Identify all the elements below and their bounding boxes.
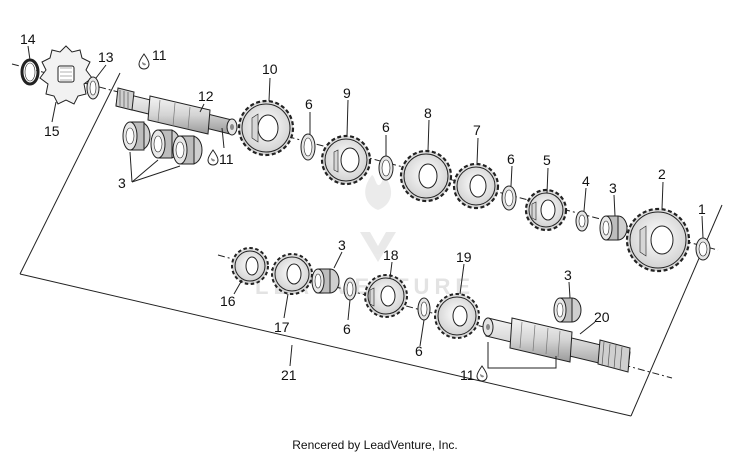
washer-6-e xyxy=(417,297,431,321)
label-6-a: 6 xyxy=(305,96,313,112)
label-3-c: 3 xyxy=(338,237,346,253)
countershaft-20 xyxy=(482,317,631,373)
bracket-11-lower xyxy=(487,342,557,369)
washer-6-b xyxy=(378,155,394,181)
label-1: 1 xyxy=(698,201,706,217)
label-11-a: 11 xyxy=(152,47,167,63)
needle-bearings-3-upper xyxy=(122,121,203,183)
label-6-d: 6 xyxy=(343,321,351,337)
label-19: 19 xyxy=(456,249,472,265)
watermark-logo xyxy=(360,175,396,262)
gear-5 xyxy=(524,188,568,232)
leader-lines xyxy=(27,45,704,367)
oil-drop-icon xyxy=(476,365,488,382)
label-2: 2 xyxy=(658,166,666,182)
label-6-b: 6 xyxy=(382,119,390,135)
label-11-b: 11 xyxy=(219,151,234,167)
label-5: 5 xyxy=(543,152,551,168)
label-3-a: 3 xyxy=(118,175,126,191)
label-4: 4 xyxy=(582,173,590,189)
label-15: 15 xyxy=(44,123,60,139)
label-7: 7 xyxy=(473,122,481,138)
label-10: 10 xyxy=(262,61,278,77)
washer-6-c xyxy=(501,185,517,211)
label-20: 20 xyxy=(594,309,610,325)
needle-bearing-3-right xyxy=(599,215,628,241)
washer-1 xyxy=(695,237,711,261)
oil-drop-icon xyxy=(138,53,150,70)
gear-9 xyxy=(320,134,372,186)
label-3-d: 3 xyxy=(564,267,572,283)
label-8: 8 xyxy=(424,105,432,121)
gear-2 xyxy=(625,207,691,273)
main-shaft-12 xyxy=(115,87,238,136)
label-3-b: 3 xyxy=(609,180,617,196)
washer-4 xyxy=(575,210,589,232)
label-16: 16 xyxy=(220,293,236,309)
label-13: 13 xyxy=(98,49,114,65)
gear-8 xyxy=(399,149,453,203)
sprocket-15 xyxy=(39,45,93,105)
label-18: 18 xyxy=(383,247,399,263)
washer-6-a xyxy=(300,133,316,161)
label-12: 12 xyxy=(198,88,214,104)
needle-bearing-3-lower xyxy=(311,268,340,294)
gear-17 xyxy=(271,253,313,295)
gear-18 xyxy=(364,274,408,318)
part-number-labels: 14 15 13 11 12 3 11 10 6 9 6 8 7 6 5 4 3… xyxy=(20,31,706,383)
gear-7 xyxy=(452,162,500,210)
oil-drop-icon xyxy=(207,149,219,166)
gear-19 xyxy=(434,293,480,339)
credit-footer: Rencered by LeadVenture, Inc. xyxy=(292,438,458,452)
label-9: 9 xyxy=(343,85,351,101)
label-17: 17 xyxy=(274,319,290,335)
circlip-14 xyxy=(20,58,40,86)
label-6-c: 6 xyxy=(507,151,515,167)
label-11-c: 11 xyxy=(460,367,475,383)
washer-13 xyxy=(86,76,100,100)
label-21: 21 xyxy=(281,367,297,383)
gear-16 xyxy=(231,247,269,285)
gear-10 xyxy=(237,99,295,157)
washer-6-d xyxy=(343,277,357,301)
needle-bearing-3-countershaft xyxy=(553,297,582,323)
label-14: 14 xyxy=(20,31,36,47)
label-6-e: 6 xyxy=(415,343,423,359)
